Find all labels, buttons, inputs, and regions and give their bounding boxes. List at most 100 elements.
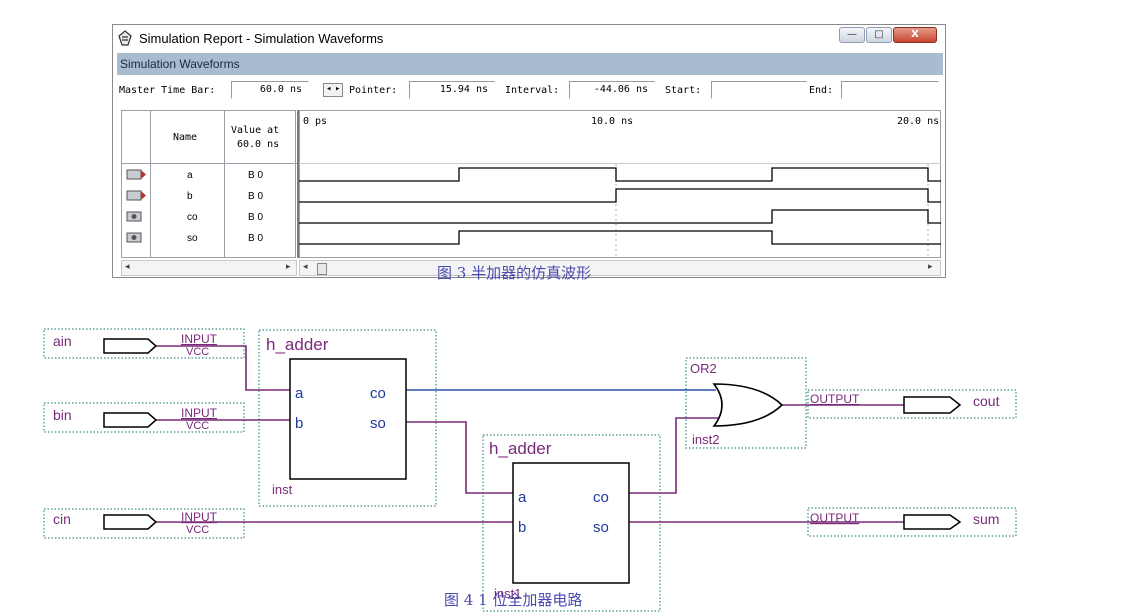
or2-gate-icon xyxy=(712,383,784,427)
signal-name: co xyxy=(187,212,198,223)
caption-figure-3: 图 3 半加器的仿真波形 xyxy=(437,264,592,282)
wire-ain xyxy=(155,345,290,391)
output-cout-frame xyxy=(807,389,1017,419)
simulation-app-icon xyxy=(118,30,132,46)
output-pin-cout xyxy=(903,396,962,414)
wire-co1-to-or xyxy=(629,417,718,494)
instance-name-inst: inst xyxy=(272,482,293,497)
vcc-ain: VCC xyxy=(186,346,209,358)
header-divider xyxy=(121,163,297,164)
input-cin-frame xyxy=(43,508,245,539)
caption-figure-4: 图 4 1 位全加器电路 xyxy=(444,591,583,609)
time-bar-nudge-buttons[interactable]: ◂ ▸ xyxy=(323,83,343,97)
signal-waveform-a xyxy=(299,167,941,182)
input-type-bin: INPUT xyxy=(181,406,218,420)
signal-value: B 0 xyxy=(248,212,263,223)
scrollbar-row: ◂ ▸ ◂ ▸ xyxy=(121,260,941,276)
value-column xyxy=(224,110,296,258)
port-b-inst1: b xyxy=(518,519,526,536)
signal-value: B 0 xyxy=(248,233,263,244)
time-label-0: 0 ps xyxy=(303,116,328,127)
end-label: End: xyxy=(809,85,834,96)
input-ain-frame xyxy=(43,328,245,359)
nudge-left-icon[interactable]: ◂ xyxy=(326,84,332,94)
end-field[interactable] xyxy=(841,81,939,99)
input-name-ain: ain xyxy=(53,333,72,349)
simulation-window: Simulation Report - Simulation Waveforms… xyxy=(112,24,946,278)
wave-scroll-right-icon[interactable]: ▸ xyxy=(928,262,933,272)
signal-waveform-so xyxy=(299,230,941,245)
waveform-grid: Name Value at 60.0 ns 0 ps 10.0 ns 20.0 … xyxy=(121,110,941,258)
or2-frame xyxy=(685,357,807,449)
output-pin-sum xyxy=(903,514,962,530)
time-toolbar: Master Time Bar: 60.0 ns ◂ ▸ Pointer: 15… xyxy=(117,77,943,107)
or2-instance-name: inst2 xyxy=(692,432,719,447)
h-adder-body-inst1 xyxy=(512,462,630,584)
input-pin-cin xyxy=(103,514,158,530)
output-sum-frame xyxy=(807,507,1017,537)
title-bar: Simulation Report - Simulation Waveforms… xyxy=(113,25,945,53)
close-button[interactable]: X xyxy=(893,27,937,43)
waveform-svg: a B 0 b B 0 co B 0 so B 0 xyxy=(126,164,941,258)
scroll-right-icon[interactable]: ▸ xyxy=(286,262,291,272)
name-pane-scrollbar[interactable]: ◂ ▸ xyxy=(121,260,297,276)
signal-waveform-co xyxy=(299,209,941,224)
interval-label: Interval: xyxy=(505,85,560,96)
port-so-inst1: so xyxy=(593,519,609,536)
h-adder-inst-frame xyxy=(258,329,437,507)
master-time-label: Master Time Bar: xyxy=(119,85,216,96)
time-label-10: 10.0 ns xyxy=(591,116,634,127)
input-type-ain: INPUT xyxy=(181,332,218,346)
signal-name: b xyxy=(187,191,193,202)
signal-name: a xyxy=(187,170,193,181)
output-type-cout: OUTPUT xyxy=(810,392,860,406)
input-pin-ain xyxy=(103,338,158,354)
input-signal-icon xyxy=(126,169,146,180)
value-header-line1: Value at xyxy=(231,125,280,136)
start-field[interactable] xyxy=(711,81,807,99)
value-header-line2: 60.0 ns xyxy=(237,139,280,150)
signal-waveform-b xyxy=(299,188,941,203)
block-title-inst: h_adder xyxy=(266,335,329,354)
port-a-inst: a xyxy=(295,385,304,402)
input-name-cin: cin xyxy=(53,511,71,527)
wave-scroll-left-icon[interactable]: ◂ xyxy=(303,262,308,272)
vcc-bin: VCC xyxy=(186,420,209,432)
port-co-inst: co xyxy=(370,385,386,402)
interval-field[interactable]: -44.06 ns xyxy=(569,81,655,99)
nudge-right-icon[interactable]: ▸ xyxy=(335,84,341,94)
instance-name-inst1: inst1 xyxy=(494,586,521,601)
time-label-20: 20.0 ns xyxy=(897,116,940,127)
signal-name: so xyxy=(187,233,198,244)
master-time-field[interactable]: 60.0 ns xyxy=(231,81,309,99)
vcc-cin: VCC xyxy=(186,524,209,536)
waveform-pane xyxy=(299,110,941,258)
header-divider-wave xyxy=(299,163,941,164)
input-type-cin: INPUT xyxy=(181,510,218,524)
h-adder-inst1-frame xyxy=(482,434,661,612)
pointer-field[interactable]: 15.94 ns xyxy=(409,81,495,99)
output-signal-icon xyxy=(126,232,142,243)
port-co-inst1: co xyxy=(593,489,609,506)
maximize-button[interactable]: □ xyxy=(866,27,892,43)
scroll-left-icon[interactable]: ◂ xyxy=(125,262,130,272)
input-name-bin: bin xyxy=(53,407,72,423)
pane-splitter[interactable] xyxy=(297,110,299,258)
or2-label: OR2 xyxy=(690,361,717,376)
output-type-sum: OUTPUT xyxy=(810,511,860,525)
input-bin-frame xyxy=(43,402,245,433)
signal-value: B 0 xyxy=(248,170,263,181)
output-name-sum: sum xyxy=(973,511,999,527)
signal-value: B 0 xyxy=(248,191,263,202)
name-header: Name xyxy=(173,132,198,143)
waveform-scroll-thumb[interactable] xyxy=(317,263,327,275)
minimize-button[interactable]: — xyxy=(839,27,865,43)
port-b-inst: b xyxy=(295,415,303,432)
window-title: Simulation Report - Simulation Waveforms xyxy=(139,31,384,46)
h-adder-body-inst xyxy=(289,358,407,480)
waveform-scrollbar[interactable]: ◂ ▸ xyxy=(299,260,941,276)
start-label: Start: xyxy=(665,85,702,96)
panel-title: Simulation Waveforms xyxy=(117,53,943,75)
wire-so-to-a xyxy=(406,421,513,494)
